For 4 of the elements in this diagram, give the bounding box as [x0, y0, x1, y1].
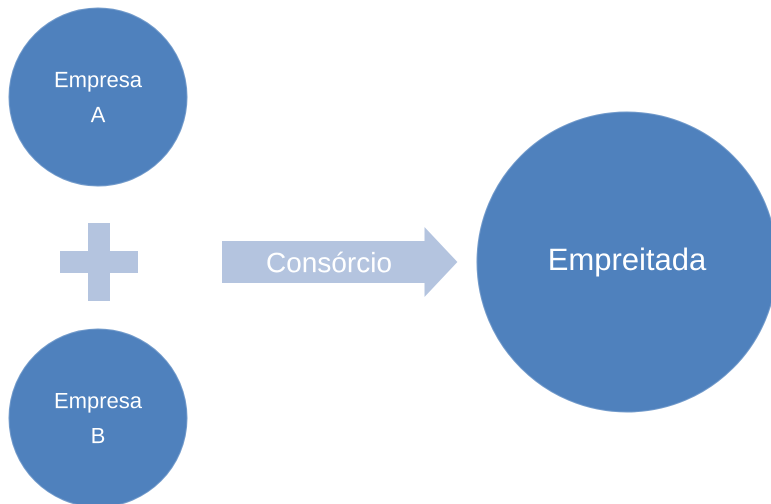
circle-node: Empresa B — [8, 328, 188, 504]
circle-node: Empreitada — [476, 112, 771, 412]
edge-label: Consórcio — [264, 250, 394, 274]
circle-node: Empresa A — [8, 8, 188, 186]
